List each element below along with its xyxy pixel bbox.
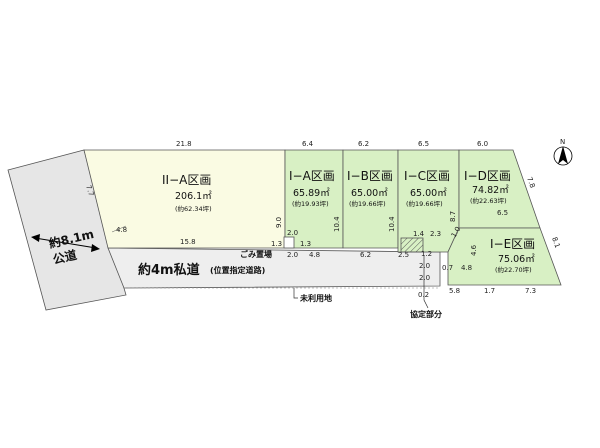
lot-ie-area: 75.06㎡ [498, 254, 535, 265]
dim: 1.7 [484, 287, 495, 295]
lot-ic-name: I−C区画 [404, 169, 450, 183]
lot-ie-name: I−E区画 [490, 237, 535, 251]
lot-id-tsubo: (約22.63坪) [470, 196, 507, 205]
lot-ia-area: 65.89㎡ [293, 188, 330, 199]
public-road-label: 公道 [51, 247, 78, 267]
dim: 0.7 [442, 264, 453, 272]
dim: 2.0 [419, 274, 430, 282]
dim: 6.5 [497, 209, 508, 217]
lot-ib-area: 65.00㎡ [351, 188, 388, 199]
dim: 2.0 [287, 229, 298, 237]
lot-ie [447, 227, 562, 286]
public-road [7, 149, 127, 311]
dim: 4.8 [116, 226, 127, 234]
lot-iia-area: 206.1㎡ [175, 191, 212, 202]
dim: 2.0 [419, 262, 430, 270]
garbage-area [283, 236, 295, 249]
lot-ib-name: I−B区画 [347, 169, 393, 183]
private-road-label: 約4m私道 [138, 262, 200, 278]
lot-id-area: 74.82㎡ [472, 185, 509, 196]
dim: 8.1 [550, 236, 561, 249]
lot-id-name: I−D区画 [464, 169, 511, 183]
arrow-head-left [31, 234, 40, 242]
dim: 1.2 [421, 250, 432, 258]
dim: 6.2 [358, 140, 369, 148]
lot-ia-name: I−A区画 [289, 169, 335, 183]
lot-ib-tsubo: (約19.66坪) [349, 199, 386, 208]
dim: 6.2 [360, 251, 371, 259]
lot-ic-area: 65.00㎡ [410, 188, 447, 199]
private-road [107, 247, 441, 289]
dim: 6.0 [477, 140, 488, 148]
dim: 7.8 [525, 176, 536, 189]
dim: 15.8 [180, 238, 196, 246]
arrow-head-right [91, 244, 100, 252]
dim: 1.3 [300, 240, 311, 248]
dim: 1.4 [413, 230, 425, 238]
lot-ib [342, 149, 399, 249]
lot-iia-tsubo: (約62.34坪) [175, 204, 212, 213]
dim-4-8-line [111, 225, 127, 233]
dim: 21.8 [176, 140, 192, 148]
north-label: N [560, 138, 565, 146]
dim: 2.0 [287, 251, 298, 259]
agreement-area [400, 237, 424, 253]
garbage-label: ごみ置場 [240, 249, 272, 259]
agreement-leader [423, 256, 429, 309]
dim: 4.8 [461, 264, 472, 272]
dim: 4.6 [470, 244, 478, 256]
agreement-label: 協定部分 [410, 309, 442, 319]
dim: 10.4 [333, 216, 341, 232]
unused-label: 未利用地 [299, 293, 332, 303]
dim: 6.5 [418, 140, 429, 148]
lot-ia-tsubo: (約19.93坪) [292, 199, 329, 208]
dim: 0.2 [418, 291, 429, 299]
lot-iia-name: II−A区画 [162, 173, 211, 187]
dim: 2.3 [430, 230, 441, 238]
private-road-sub: (位置指定道路) [210, 265, 265, 275]
lot-ic-tsubo: (約19.66坪) [406, 199, 443, 208]
dim: 7.7 [84, 184, 95, 197]
road-width-arrow [34, 237, 97, 249]
dim: 7.3 [525, 287, 536, 295]
dim: 10.4 [388, 216, 396, 232]
dim: 9.0 [275, 217, 283, 228]
dim: 1.3 [271, 240, 282, 248]
dim: 2.5 [398, 251, 409, 259]
lot-ie-tsubo: (約22.70坪) [495, 265, 532, 274]
unused-leader [293, 288, 298, 299]
compass-needle-icon [558, 146, 568, 164]
dim: 6.4 [302, 140, 314, 148]
dim: 8.7 [449, 211, 457, 222]
dim: 4.8 [309, 251, 320, 259]
dim: 5.8 [449, 287, 460, 295]
